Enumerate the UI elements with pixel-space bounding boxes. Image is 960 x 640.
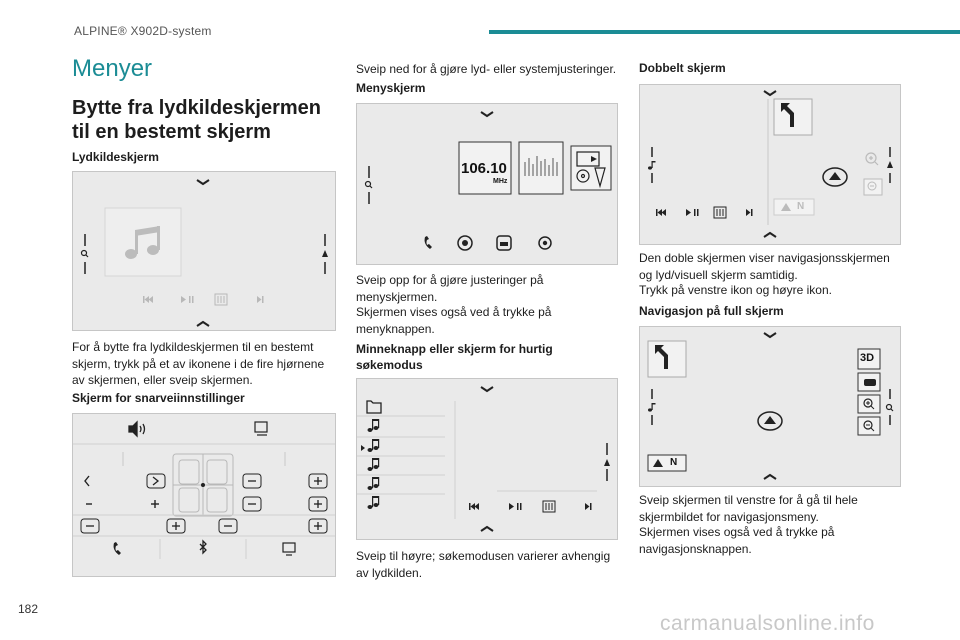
- previous-track-icon: [143, 296, 153, 303]
- navigation-arrow-icon: [322, 250, 328, 257]
- folder-icon: [366, 400, 382, 414]
- play-pause-icon: [509, 503, 522, 510]
- chevron-down-icon: [480, 111, 494, 118]
- heading: Bytte fra lydkildeskjermen til en bestem…: [72, 97, 321, 143]
- chevron-up-icon: [763, 473, 777, 480]
- turn-left-icon: [655, 345, 668, 369]
- car-icon: [496, 235, 512, 251]
- bluetooth-icon: [199, 539, 207, 555]
- equalizer-icon: [542, 500, 556, 513]
- subheading-audio-screen: Lydkildeskjerm: [72, 150, 159, 164]
- search-icon: [80, 249, 89, 258]
- audio-source-screen: [72, 171, 336, 331]
- paragraph: Trykk på venstre ikon og høyre ikon.: [639, 283, 832, 297]
- paragraph: Sveip til høyre; søkemodusen varierer av…: [356, 549, 611, 580]
- phone-icon: [113, 542, 121, 555]
- music-note-icon: [367, 439, 380, 452]
- chevron-up-icon: [480, 525, 494, 532]
- music-note-icon: [648, 403, 656, 412]
- turn-left-icon: [781, 103, 794, 127]
- 3d-view-label: 3D: [860, 352, 875, 364]
- position-marker-icon: [757, 411, 783, 431]
- section-title: Menyer: [72, 55, 153, 82]
- play-pause-icon: [181, 296, 194, 303]
- screen-icon: [282, 542, 296, 556]
- fullscreen-navigation-screen: 3D N: [639, 326, 901, 487]
- dual-screen: N: [639, 84, 901, 245]
- subheading-shortcut-settings: Skjerm for snarveiinnstillinger: [72, 391, 245, 405]
- chevron-up-icon: [763, 231, 777, 238]
- music-note-icon: [367, 477, 380, 490]
- gear-icon: [538, 236, 552, 250]
- chevron-down-icon: [196, 179, 210, 186]
- subheading-memory-button: Minneknapp eller skjerm for hurtig søkem…: [356, 342, 553, 372]
- previous-track-icon: [656, 209, 666, 216]
- watermark: carmanualsonline.info: [660, 612, 875, 635]
- previous-track-icon: [469, 503, 479, 510]
- menu-screen: 106.10 MHz: [356, 103, 618, 265]
- paragraph: Sveip opp for å gjøre justeringer på men…: [356, 273, 544, 304]
- chevron-left-icon: [84, 475, 90, 487]
- subheading-menu-screen: Menyskjerm: [356, 81, 426, 95]
- next-track-icon: [746, 209, 753, 216]
- media-icon: [457, 235, 473, 251]
- paragraph: Skjermen vises også ved å trykke på navi…: [639, 525, 835, 556]
- zoom-in-icon: [865, 152, 879, 166]
- chevron-down-icon: [763, 332, 777, 339]
- position-marker-icon: [822, 167, 848, 187]
- compass-icon: [653, 459, 663, 467]
- compass-label: N: [797, 201, 805, 212]
- subheading-fullscreen-navigation: Navigasjon på full skjerm: [639, 304, 784, 318]
- music-note-icon: [367, 419, 380, 432]
- paragraph: Sveip skjermen til venstre for å gå til …: [639, 493, 858, 524]
- search-icon: [885, 403, 894, 412]
- paragraph: For å bytte fra lydkildeskjermen til en …: [72, 340, 325, 387]
- frequency-unit: MHz: [493, 178, 508, 185]
- next-track-icon: [257, 296, 264, 303]
- compass-label: N: [670, 457, 678, 468]
- document-header: ALPINE® X902D-system: [74, 24, 212, 38]
- equalizer-icon: [713, 206, 727, 219]
- music-note-icon: [125, 226, 160, 259]
- header-accent-bar: [489, 30, 960, 34]
- paragraph: Skjermen vises også ved å trykke på meny…: [356, 305, 552, 336]
- page-number: 182: [18, 602, 39, 616]
- car-route-icon: [857, 372, 881, 392]
- subheading-dual-screen: Dobbelt skjerm: [639, 61, 726, 75]
- screen-settings-icon: [254, 421, 268, 436]
- music-note-icon: [367, 496, 380, 509]
- zoom-out-icon: [863, 178, 883, 196]
- navigation-arrow-icon: [887, 161, 893, 168]
- frequency-value: 106.10: [461, 160, 507, 177]
- navigation-arrow-icon: [604, 459, 610, 466]
- shortcut-settings-screen: [72, 413, 336, 577]
- zoom-out-icon: [857, 416, 881, 436]
- memory-search-screen: [356, 378, 618, 540]
- paragraph: Den doble skjermen viser navigasjonsskje…: [639, 251, 890, 282]
- music-note-icon: [648, 161, 656, 170]
- play-pause-icon: [686, 209, 699, 216]
- music-note-icon: [367, 458, 380, 471]
- volume-icon: [128, 420, 146, 438]
- chevron-up-icon: [196, 320, 210, 327]
- next-track-icon: [585, 503, 592, 510]
- zoom-in-icon: [857, 394, 881, 414]
- paragraph: Sveip ned for å gjøre lyd- eller systemj…: [356, 62, 617, 76]
- search-icon: [364, 180, 373, 189]
- compass-icon: [781, 203, 791, 211]
- chevron-down-icon: [480, 386, 494, 393]
- phone-icon: [424, 236, 432, 249]
- equalizer-icon: [214, 293, 228, 306]
- chevron-down-icon: [763, 90, 777, 97]
